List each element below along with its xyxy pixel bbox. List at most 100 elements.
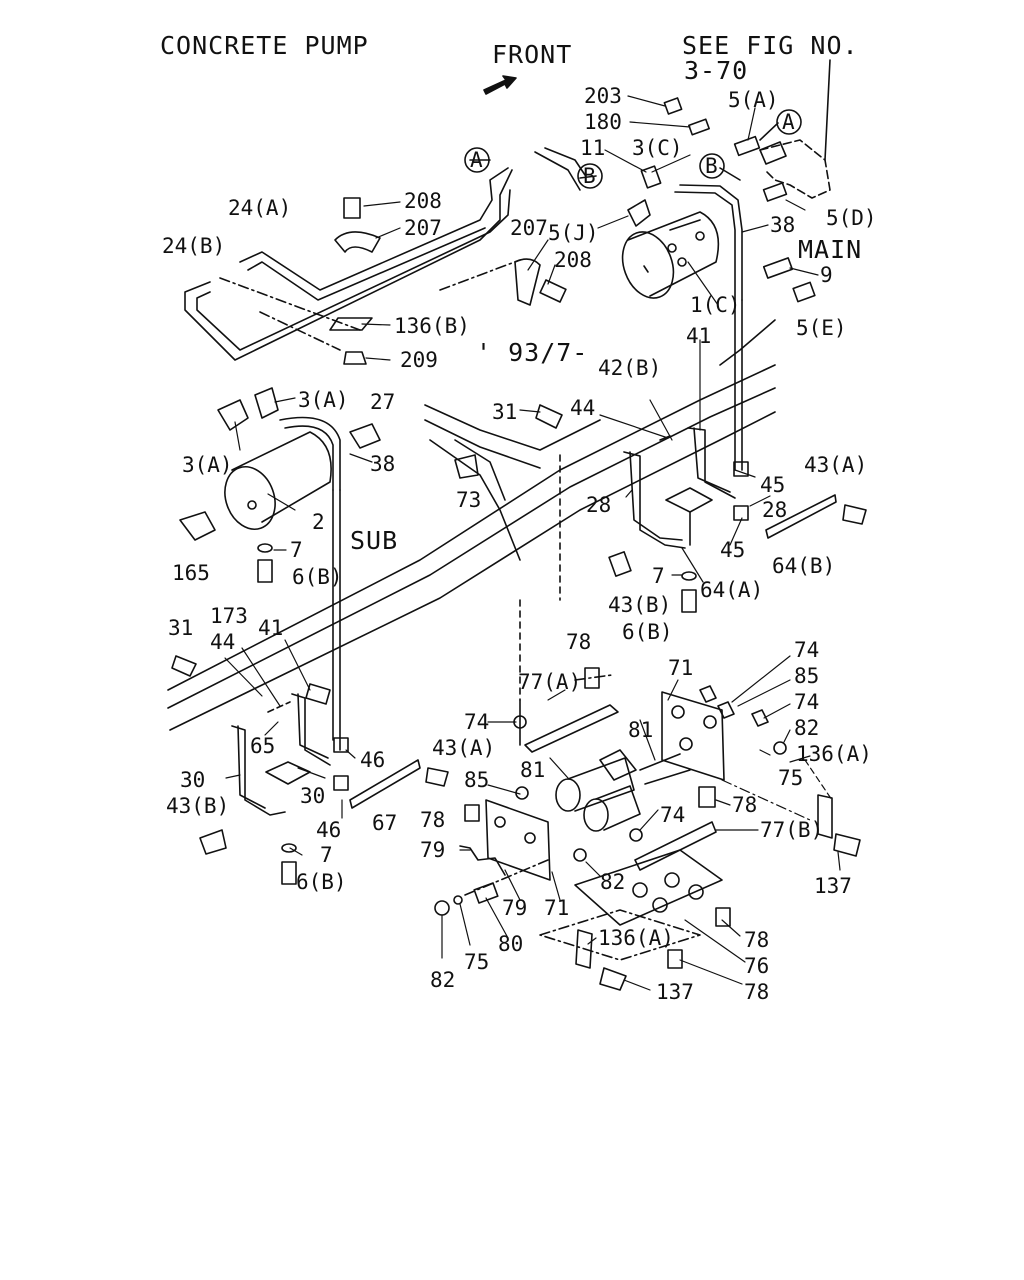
callout-label: 7	[290, 538, 303, 562]
callout-label: 3(C)	[632, 136, 683, 160]
callout-label: 137	[656, 980, 694, 1004]
callout-label: 203	[584, 84, 622, 108]
revision-date: ' 93/7-	[476, 338, 589, 367]
callout-label: 5(J)	[548, 221, 599, 245]
callout-label: 136(B)	[394, 314, 470, 338]
callout-label: 6(B)	[296, 870, 347, 894]
see-fig-number: 3-70	[684, 56, 749, 85]
callout-label: 38	[770, 213, 796, 237]
callout-label: 3(A)	[182, 453, 233, 477]
callout-label: 71	[668, 656, 694, 680]
callout-label: 78	[732, 793, 758, 817]
callout-label: 42(B)	[598, 356, 662, 380]
diagram-title: CONCRETE PUMP	[160, 31, 369, 60]
callout-label: 180	[584, 110, 622, 134]
callout-label: 31	[168, 616, 194, 640]
callout-label: 43(A)	[804, 453, 868, 477]
callout-label: 67	[372, 811, 398, 835]
callout-label: 43(B)	[608, 593, 672, 617]
callout-label: 82	[430, 968, 456, 992]
pump-assembly	[434, 667, 833, 969]
callout-label: 7	[652, 564, 665, 588]
callout-label: 46	[316, 818, 342, 842]
callout-label: 78	[566, 630, 592, 654]
callout-label: 71	[544, 896, 570, 920]
ref-mark-b: B	[583, 164, 596, 188]
tank-brackets	[231, 427, 837, 816]
callout-label: 27	[370, 390, 396, 414]
callout-label: 5(D)	[826, 206, 877, 230]
callout-label: 6(B)	[622, 620, 673, 644]
front-label: FRONT	[492, 40, 573, 69]
callout-label: 75	[464, 950, 490, 974]
callout-label: 165	[172, 561, 210, 585]
callout-label: 74	[464, 710, 490, 734]
main-air-tank	[621, 211, 720, 299]
callout-label: 31	[492, 400, 518, 424]
chassis-frame	[167, 319, 776, 731]
callout-label: 137	[814, 874, 852, 898]
callout-label: 77(B)	[760, 818, 824, 842]
callout-label: 2	[312, 510, 325, 534]
callout-label: 64(A)	[700, 578, 764, 602]
callout-label: 79	[502, 896, 528, 920]
callout-label: 136(A)	[796, 742, 872, 766]
callout-label: 74	[794, 690, 820, 714]
callout-label: 43(A)	[432, 736, 496, 760]
callout-label: 82	[600, 870, 626, 894]
callout-label: 78	[744, 980, 770, 1004]
callout-label: 3(A)	[298, 388, 349, 412]
callout-label: 44	[210, 630, 236, 654]
air-pipes	[184, 59, 831, 471]
callout-label: 7	[320, 843, 333, 867]
main-tank-label: MAIN	[798, 235, 863, 264]
callout-label: 65	[250, 734, 276, 758]
callout-label: 28	[762, 498, 788, 522]
callout-label: 74	[660, 803, 686, 827]
callout-label: 74	[794, 638, 820, 662]
callout-label: 1(C)	[690, 293, 741, 317]
callout-label: 41	[258, 616, 284, 640]
callout-label: 38	[370, 452, 396, 476]
callout-label: 75	[778, 766, 804, 790]
callout-label: 28	[586, 493, 612, 517]
callout-label: 46	[360, 748, 386, 772]
callout-label: 81	[520, 758, 546, 782]
ref-mark-b: B	[705, 154, 718, 178]
callout-label: 85	[794, 664, 820, 688]
callout-label: 44	[570, 396, 596, 420]
callout-label: 173	[210, 604, 248, 628]
ref-mark-a: A	[782, 110, 795, 134]
callout-label: 30	[300, 784, 326, 808]
callout-label: 9	[820, 263, 833, 287]
sub-tank-label: SUB	[350, 526, 399, 555]
callout-label: 207	[510, 216, 548, 240]
ref-circles	[464, 109, 802, 189]
callout-label: 5(E)	[796, 316, 847, 340]
callout-label: 64(B)	[772, 554, 836, 578]
callout-label: 85	[464, 768, 490, 792]
callout-label: 77(A)	[518, 670, 582, 694]
callout-label: 11	[580, 136, 606, 160]
callout-label: 6(B)	[292, 565, 343, 589]
callout-label: 5(A)	[728, 88, 779, 112]
callout-label: 209	[400, 348, 438, 372]
callout-label: 208	[404, 189, 442, 213]
callout-label: 136(A)	[598, 926, 674, 950]
callout-label: 24(B)	[162, 234, 226, 258]
callout-label: 78	[420, 808, 446, 832]
callout-label: 208	[554, 248, 592, 272]
callout-label: 41	[686, 324, 712, 348]
callout-label: 80	[498, 932, 524, 956]
callout-label: 76	[744, 954, 770, 978]
callout-label: 82	[794, 716, 820, 740]
callout-label: 81	[628, 718, 654, 742]
callout-label: 43(B)	[166, 794, 230, 818]
callout-label: 78	[744, 928, 770, 952]
see-fig-label: SEE FIG NO.	[682, 31, 859, 60]
sub-air-tank	[224, 416, 341, 751]
callout-label: 73	[456, 488, 482, 512]
ref-mark-a: A	[470, 148, 483, 172]
